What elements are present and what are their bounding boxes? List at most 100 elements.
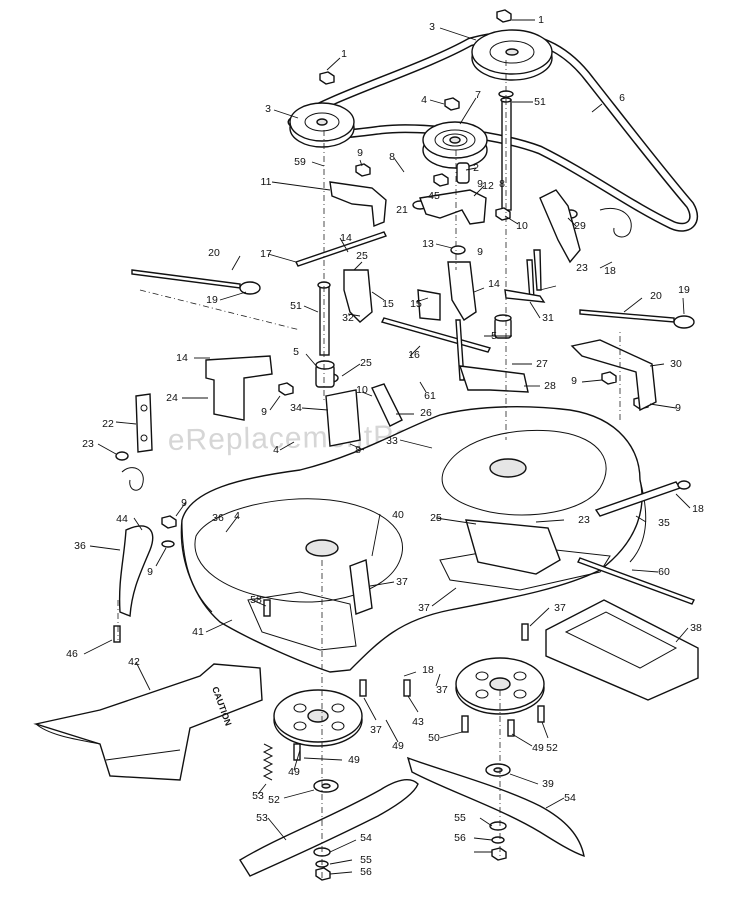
callout-number: 34 xyxy=(290,402,302,414)
callout-number: 1 xyxy=(341,48,347,60)
callout-number: 44 xyxy=(116,513,128,525)
callout-number: 51 xyxy=(534,96,546,108)
callout-number: 16 xyxy=(408,349,420,361)
callout-number: 37 xyxy=(554,602,566,614)
discharge-chute-38: CAUTION xyxy=(33,663,263,781)
callout-number: 15 xyxy=(382,298,394,310)
callout-number: 26 xyxy=(420,407,432,419)
callout-number: 9 xyxy=(181,497,187,509)
callout-number: 28 xyxy=(544,380,556,392)
callout-number: 15 xyxy=(410,298,422,310)
lift-link-41 xyxy=(465,519,561,575)
callout-number: 24 xyxy=(166,392,178,404)
callout-number: 49 xyxy=(392,740,404,752)
callout-number: 18 xyxy=(422,664,434,676)
callout-number: 23 xyxy=(578,514,590,526)
callout-number: 14 xyxy=(340,232,352,244)
bracket-34 xyxy=(325,389,361,447)
support-bracket-15-right xyxy=(417,261,477,321)
callout-number: 45 xyxy=(428,190,440,202)
deflector-rod-left-20 xyxy=(131,269,261,295)
bracket-28 xyxy=(458,365,529,393)
callout-number: 29 xyxy=(574,220,586,232)
callout-number: 22 xyxy=(102,418,114,430)
callout-number: 8 xyxy=(355,444,361,456)
callout-number: 9 xyxy=(477,246,483,258)
callout-number: 13 xyxy=(422,238,434,250)
callout-number: 54 xyxy=(360,832,372,844)
callout-number: 2 xyxy=(473,162,479,174)
callout-number: 27 xyxy=(536,358,548,370)
callout-number: 25 xyxy=(356,250,368,262)
assembly-centerlines xyxy=(117,60,621,880)
idler-arm-bracket-left xyxy=(329,181,387,227)
callout-number: 40 xyxy=(392,509,404,521)
rods-upper xyxy=(295,231,492,381)
callout-number: 38 xyxy=(690,622,702,634)
callout-number: 52 xyxy=(546,742,558,754)
spring-39 xyxy=(262,743,274,781)
callout-number: 9 xyxy=(571,375,577,387)
blade-adapter-left-50 xyxy=(273,689,363,747)
mower-deck xyxy=(180,406,647,673)
callout-number: 4 xyxy=(421,94,427,106)
lift-bracket-24 xyxy=(205,355,273,421)
callout-number: 4 xyxy=(234,510,240,522)
callout-number: 59 xyxy=(294,156,306,168)
callout-number: 25 xyxy=(430,512,442,524)
callout-number: 50 xyxy=(428,732,440,744)
spindle-shaft-left xyxy=(317,281,331,356)
idler-pulley xyxy=(422,121,488,169)
callout-number: 18 xyxy=(604,265,616,277)
callout-number: 56 xyxy=(360,866,372,878)
callout-number: 1 xyxy=(538,14,544,26)
callout-number: 23 xyxy=(576,262,588,274)
callout-number: 53 xyxy=(256,812,268,824)
callout-number: 37 xyxy=(396,576,408,588)
callout-number: 9 xyxy=(477,178,483,190)
callout-number: 52 xyxy=(268,794,280,806)
callout-number: 20 xyxy=(208,247,220,259)
callout-number: 39 xyxy=(542,778,554,790)
callout-number: 37 xyxy=(370,724,382,736)
callout-number: 7 xyxy=(475,89,481,101)
callout-number: 5 xyxy=(491,330,497,342)
hook-18-right xyxy=(599,208,632,238)
callout-number: 11 xyxy=(261,176,272,188)
callout-leaders xyxy=(83,19,691,875)
blade-53-right xyxy=(406,756,585,858)
callout-number: 61 xyxy=(424,390,436,402)
idler-arm-29 xyxy=(539,189,581,264)
callout-number: 30 xyxy=(670,358,682,370)
bracket-30 xyxy=(570,339,657,412)
callout-number: 9 xyxy=(147,566,153,578)
callout-number: 49 xyxy=(288,766,300,778)
callout-number: 25 xyxy=(360,357,372,369)
callout-number: 43 xyxy=(412,716,424,728)
callout-number: 46 xyxy=(66,648,78,660)
callout-number: 5 xyxy=(293,346,299,358)
callout-number: 53 xyxy=(252,790,264,802)
callout-number: 60 xyxy=(658,566,670,578)
link-plate-22 xyxy=(135,393,153,453)
callout-number: 42 xyxy=(128,656,140,668)
link-26 xyxy=(371,383,403,427)
pulley-upper-left xyxy=(289,102,355,148)
rod-58 xyxy=(577,557,695,605)
callout-number: 55 xyxy=(360,854,372,866)
callout-number: 3 xyxy=(265,103,271,115)
callout-number: 8 xyxy=(499,178,505,190)
callout-number: 58 xyxy=(250,594,262,606)
callout-number: 37 xyxy=(436,684,448,696)
bearing-52-right xyxy=(485,763,511,777)
callout-number: 55 xyxy=(454,812,466,824)
callout-number: 56 xyxy=(454,832,466,844)
callout-number: 6 xyxy=(619,92,625,104)
callout-number: 14 xyxy=(176,352,188,364)
callout-number: 54 xyxy=(564,792,576,804)
callout-number: 35 xyxy=(658,517,670,529)
callout-number: 10 xyxy=(356,384,368,396)
callout-number: 32 xyxy=(342,312,354,324)
callout-number: 33 xyxy=(386,435,398,447)
